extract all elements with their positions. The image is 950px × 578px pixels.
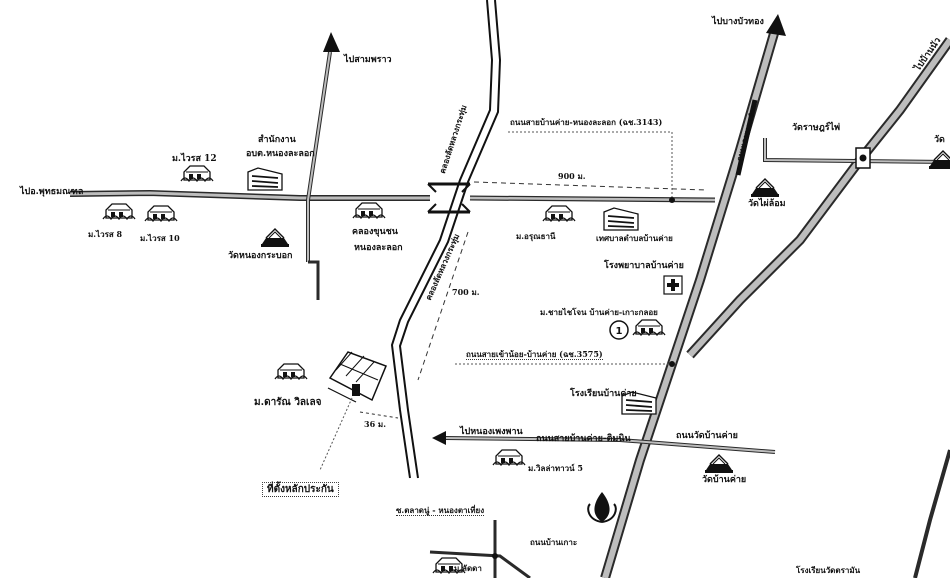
- distance-36-line: [359, 411, 399, 419]
- road-wat-rat: [763, 138, 950, 164]
- village-icon: [352, 202, 386, 219]
- label-village-8: ม.ไวรส 8: [88, 229, 123, 239]
- temple-icon: [260, 228, 290, 248]
- office-icon: [603, 207, 639, 231]
- location-box: ที่ตั้งหลักประกัน: [262, 482, 339, 497]
- arrow-up-icon: [766, 14, 786, 36]
- arrow-left-icon: [432, 431, 446, 445]
- temple-icon: [704, 454, 734, 474]
- road-bottom-left: [429, 520, 531, 578]
- road-3143-leader: [508, 131, 673, 200]
- label-district-office: เทศบาลตำบลบ้านค่าย: [596, 233, 673, 243]
- village-icon: [492, 449, 526, 466]
- distance-700-line: [417, 231, 469, 381]
- lotus-icon: [587, 492, 617, 523]
- label-office-2: อบต.หนองละลอก: [246, 149, 315, 159]
- label-office-1: สำนักงาน: [258, 135, 296, 145]
- label-road-ban-ko: ถนนบ้านเกาะ: [530, 537, 578, 547]
- label-m-bottom: ม.ลัดดา: [454, 563, 482, 573]
- village-icon: [144, 205, 178, 222]
- label-m-chaiyo: ม.ชายไชโจน บ้านค่าย-เกาะกลอย: [540, 307, 658, 317]
- highway-northeast: [686, 37, 950, 359]
- label-road-3575: ถนนสายเข้าน้อย-บ้านค่าย (ฉช.3575): [466, 349, 603, 360]
- office-icon: [247, 167, 283, 191]
- collateral-plot: [327, 351, 387, 403]
- label-road-wat-ban-khai: ถนนวัดบ้านค่าย: [676, 431, 738, 441]
- label-m-rarun: ม.ดารัณ วิลเลจ: [254, 397, 322, 408]
- village-icon: [102, 203, 136, 220]
- main-road-east: [469, 195, 716, 203]
- traffic-light-icon: [855, 147, 871, 169]
- label-village-10: ม.ไวรส 10: [140, 233, 180, 243]
- temple-icon: [750, 178, 780, 198]
- side-road: [735, 99, 758, 176]
- label-dist-700: 700 ม.: [452, 287, 480, 297]
- label-m-wiset: ม.วิลล่าทาวน์ 5: [528, 463, 583, 473]
- label-school-bottom: โรงเรียนวัดตรามัน: [796, 565, 861, 575]
- road-right-edge: [913, 449, 950, 578]
- label-wat-mai: วัดไผ่ล้อม: [748, 199, 786, 209]
- label-to-phutthamonthon: ไปอ.พุทธมณฑล: [20, 187, 84, 197]
- label-road-ban-khai-tim: ถนนสายบ้านค่าย-ติมนิน: [536, 434, 631, 444]
- village-icon: [542, 205, 576, 222]
- label-canal-2: หนองละลอก: [354, 243, 403, 253]
- label-wat-right: วัด: [934, 135, 945, 145]
- canal: [390, 0, 502, 479]
- location-leader: [319, 397, 353, 471]
- bridge-icon: [427, 182, 471, 214]
- village-icon: [632, 319, 666, 336]
- main-road-west: [69, 189, 430, 201]
- label-village-12: ม.ไวรส 12: [172, 154, 217, 164]
- marker-1-text: 1: [616, 326, 623, 337]
- arrow-up-icon: [323, 32, 340, 52]
- road-nong-phen-phan: [444, 436, 776, 454]
- marker-circle: [609, 320, 629, 340]
- label-road-talad: ซ.ตลาดนู่ - หนองตาเที่ยง: [396, 505, 485, 516]
- label-wat-nong: วัดหนองกระบอก: [228, 251, 293, 261]
- label-hospital: โรงพยาบาลบ้านค่าย: [604, 261, 684, 271]
- label-to-bang-bua-thong: ไปบางบัวทอง: [712, 17, 764, 27]
- road-to-sam-phran: [306, 51, 332, 300]
- label-road-3143: ถนนสายบ้านค่าย-หนองละลอก (ฉช.3143): [510, 117, 663, 127]
- label-canal-1: คลองขุนชน: [352, 227, 398, 237]
- village-icon: [274, 363, 308, 380]
- hospital-cross-icon: [663, 275, 683, 295]
- label-school: โรงเรียนบ้านค่าย: [570, 389, 637, 399]
- label-dist-900: 900 ม.: [558, 171, 586, 181]
- label-to-nong-phen-phan: ไปหนองเพงพาน: [460, 427, 523, 437]
- label-to-sam-phran: ไปสามพราว: [344, 55, 392, 65]
- label-dist-36: 36 ม.: [364, 419, 386, 429]
- label-wat-rat: วัดราษฎร์ไพ่: [792, 123, 841, 133]
- label-m-arun: ม.อรุณธานี: [516, 231, 556, 241]
- distance-900-line: [473, 181, 707, 191]
- village-icon: [180, 165, 214, 182]
- label-wat-ban-khai: วัดบ้านค่าย: [702, 475, 747, 485]
